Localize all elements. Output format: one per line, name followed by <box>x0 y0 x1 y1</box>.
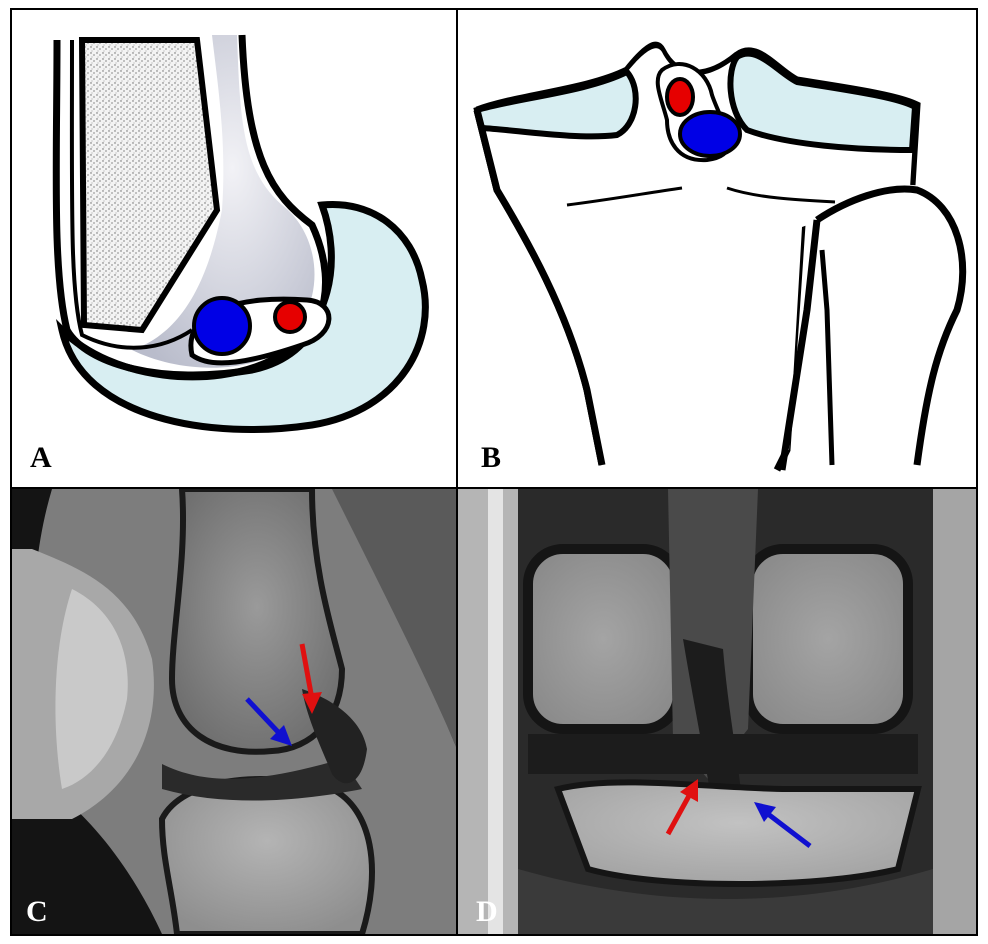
panel-label-b: B <box>481 443 501 473</box>
blue-circle-icon <box>194 298 250 354</box>
b-cartilage-left <box>477 72 636 136</box>
d-joint-line <box>528 734 918 774</box>
panel-a-diagram <box>12 10 457 488</box>
red-ellipse-icon <box>667 79 693 115</box>
panel-b-diagram <box>457 10 976 488</box>
panel-a: A <box>12 10 457 488</box>
c-tibia <box>162 779 372 934</box>
panel-d: D <box>458 489 976 934</box>
panel-label-d: D <box>476 897 498 927</box>
d-tibia <box>558 782 918 884</box>
b-fibula <box>817 189 963 465</box>
panel-d-mri <box>458 489 976 934</box>
d-skin-left <box>488 489 503 934</box>
blue-ellipse-icon <box>680 112 740 156</box>
b-fibula-inner <box>822 250 832 465</box>
b-cartilage-right <box>730 54 915 150</box>
red-circle-icon <box>275 302 305 332</box>
d-right-tissue <box>933 489 976 934</box>
panel-b: B <box>457 10 976 488</box>
panel-label-c: C <box>26 897 48 927</box>
d-medial-condyle <box>528 549 678 729</box>
panel-label-a: A <box>30 443 52 473</box>
panel-c: C <box>12 489 457 934</box>
panel-c-mri <box>12 489 457 934</box>
a-stippled-bone <box>82 40 217 330</box>
d-lateral-condyle <box>748 549 908 729</box>
